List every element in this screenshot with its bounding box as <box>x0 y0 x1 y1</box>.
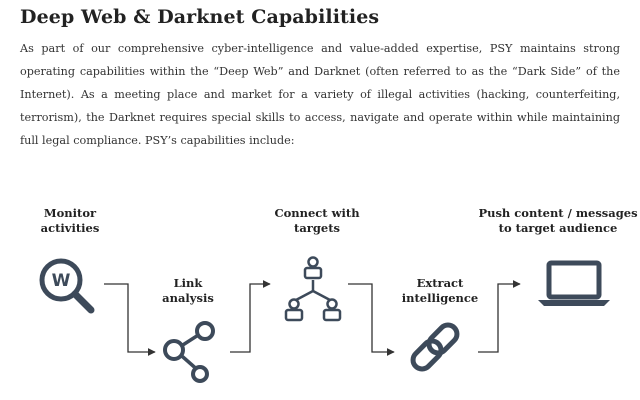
magnifier-w-icon: W <box>39 258 95 314</box>
intro-paragraph: As part of our comprehensive cyber-intel… <box>20 42 620 147</box>
step-label-line: Monitor <box>43 206 97 220</box>
page-title: Deep Web & Darknet Capabilities <box>20 6 380 28</box>
step-label-line: Connect with <box>274 206 360 220</box>
step-label-line: Push content / messages <box>478 206 638 220</box>
step-label-line: Extract <box>416 276 464 290</box>
people-network-icon <box>284 256 342 322</box>
step-label-line: activities <box>40 221 100 235</box>
step-label-line: analysis <box>162 291 214 305</box>
step-label-line: targets <box>294 221 340 235</box>
chain-link-icon <box>410 322 460 372</box>
share-nodes-icon <box>163 321 215 383</box>
laptop-icon <box>538 260 610 306</box>
step-label-line: intelligence <box>401 291 479 305</box>
step-label-line: to target audience <box>498 221 618 235</box>
step-label-push: Push content / messages to target audien… <box>478 206 638 236</box>
flow-connector-4 <box>478 280 521 353</box>
step-label-link-analysis: Link analysis <box>138 276 238 306</box>
step-label-connect: Connect with targets <box>257 206 377 236</box>
flow-connector-2 <box>230 280 271 353</box>
flow-connector-1 <box>104 283 156 356</box>
step-label-extract: Extract intelligence <box>385 276 495 306</box>
step-label-monitor: Monitor activities <box>20 206 120 236</box>
step-label-line: Link <box>173 276 203 290</box>
flow-connector-3 <box>348 283 395 356</box>
magnifier-letter: W <box>52 271 71 291</box>
